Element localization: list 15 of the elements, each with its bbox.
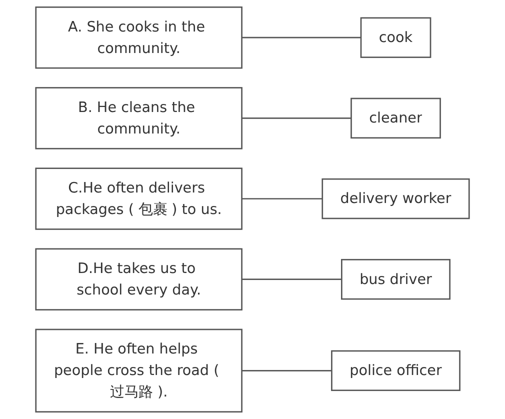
text-box: B. He cleans the community.: [35, 87, 242, 150]
connector-line: [242, 198, 322, 200]
text-box: C.He often delivers packages ( 包裹 ) to us.: [35, 168, 242, 230]
connector-line: [242, 36, 361, 38]
text-box: delivery worker: [322, 178, 470, 220]
connector-line: [242, 278, 342, 280]
text-box: cook: [360, 17, 432, 58]
text-box: police officer: [331, 350, 460, 392]
text-box: cleaner: [350, 98, 441, 139]
text-box: bus driver: [341, 258, 450, 300]
text-box: E. He often helps people cross the road ( 过马路 ).: [35, 328, 242, 413]
text-box: A. She cooks in the community.: [35, 6, 242, 69]
connector-line: [242, 370, 332, 372]
text-box: D.He takes us to school every day.: [35, 248, 242, 310]
connector-line: [242, 118, 352, 119]
